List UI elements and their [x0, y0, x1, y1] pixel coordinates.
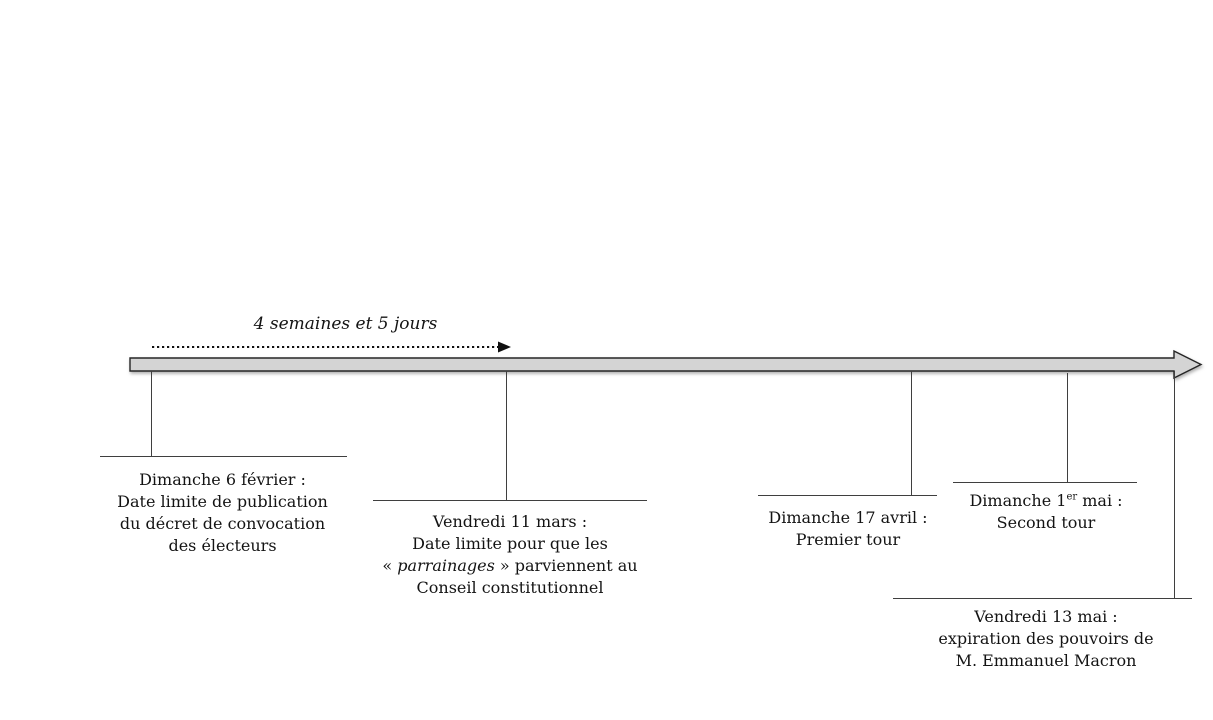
arrowhead-icon	[498, 341, 511, 353]
duration-label: 4 semaines et 5 jours	[253, 314, 438, 334]
event-tick	[911, 371, 912, 495]
event-text-line: du décret de convocation	[119, 514, 326, 533]
event-underline	[373, 500, 647, 501]
event-text-line: expiration des pouvoirs de	[938, 629, 1154, 648]
date-rest: mai :	[1077, 491, 1123, 510]
event-underline	[893, 598, 1192, 599]
event-text-line: des électeurs	[168, 536, 277, 555]
event-tick	[151, 371, 152, 456]
duration-dotted-arrow	[152, 341, 511, 353]
quote-open: «	[382, 556, 398, 575]
event-text-line: Date limite de publication	[117, 492, 328, 511]
event-label: Vendredi 11 mars : Date limite pour que …	[365, 511, 655, 599]
event-label: Dimanche 17 avril : Premier tour	[758, 507, 938, 551]
timeline-axis-arrow	[129, 349, 1203, 380]
event-text-line: Dimanche 17 avril :	[768, 508, 928, 527]
event-text-line: « parrainages » parviennent au	[365, 555, 655, 577]
event-text-line: Date limite pour que les	[412, 534, 608, 553]
event-label: Vendredi 13 mai : expiration des pouvoir…	[916, 606, 1176, 672]
event-text-line: M. Emmanuel Macron	[955, 651, 1137, 670]
event-text-line: Second tour	[996, 513, 1096, 532]
event-tick	[1174, 371, 1175, 598]
event-label: Dimanche 1er mai : Second tour	[946, 490, 1146, 534]
timeline-bar	[129, 349, 1203, 380]
event-tick	[506, 371, 507, 500]
event-tick	[1067, 373, 1068, 482]
event-text-line: Vendredi 11 mars :	[432, 512, 588, 531]
date-text: Dimanche 1	[969, 491, 1067, 510]
event-text-line: Vendredi 13 mai :	[974, 607, 1118, 626]
event-underline	[758, 495, 937, 496]
event-text-line: Premier tour	[795, 530, 901, 549]
event-underline	[100, 456, 347, 457]
event-text-line: Conseil constitutionnel	[416, 578, 604, 597]
quote-close-rest: » parviennent au	[494, 556, 638, 575]
event-label: Dimanche 6 février : Date limite de publ…	[95, 469, 350, 557]
ordinal-superscript: er	[1066, 491, 1078, 503]
event-text-line: Dimanche 1er mai :	[946, 490, 1146, 512]
event-text-line: Dimanche 6 février :	[139, 470, 306, 489]
event-underline	[953, 482, 1137, 483]
parrainages-italic: parrainages	[397, 556, 495, 575]
